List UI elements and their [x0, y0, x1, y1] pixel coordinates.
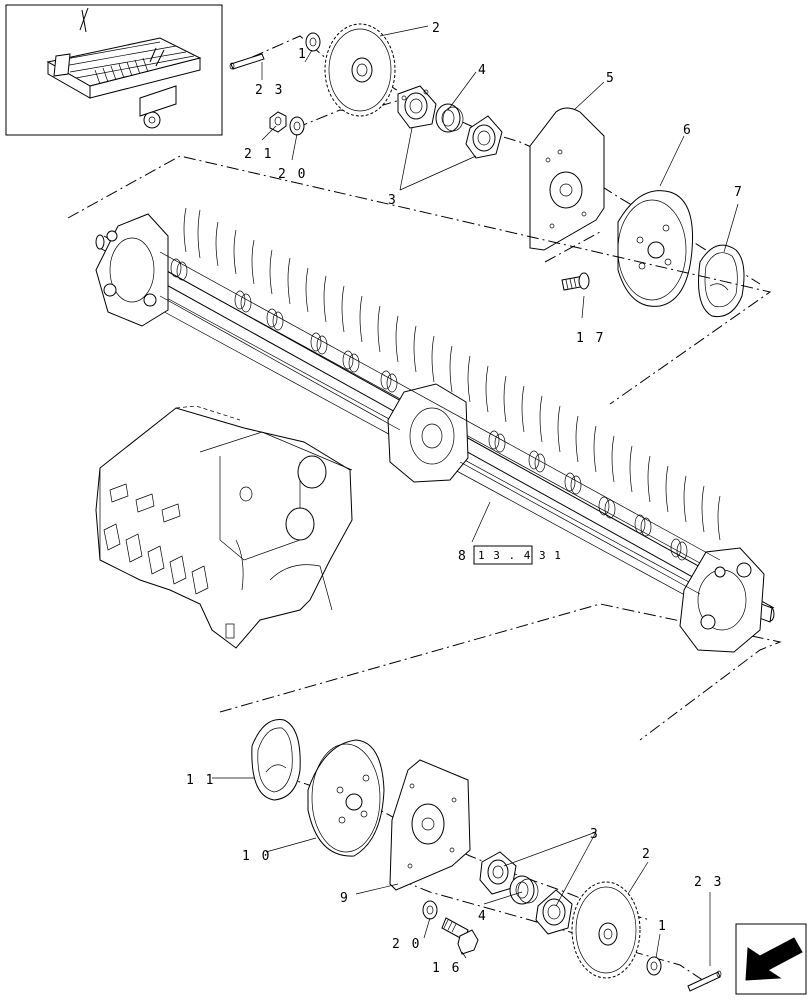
bearing-flange-top-right — [465, 115, 503, 159]
roll-pin-top — [229, 53, 265, 70]
sprocket-bottom — [571, 881, 641, 979]
callout-7: 7 — [734, 185, 744, 200]
nut-top — [269, 111, 287, 133]
callout-3-top: 3 — [388, 193, 398, 208]
reference-number: 1 3 . 4 3 1 — [478, 549, 562, 562]
callout-3-bottom: 3 — [590, 827, 600, 842]
bearing-top — [435, 103, 464, 133]
bearing-flange-top-left — [397, 85, 437, 129]
washer-top — [305, 32, 321, 52]
callout-1-top: 1 — [298, 47, 308, 62]
washer-20-top — [289, 116, 305, 136]
carriage-bolt-top — [561, 272, 590, 291]
side-plate-top — [529, 107, 605, 251]
callout-17: 1 7 — [576, 331, 605, 346]
pickup-tines — [183, 207, 721, 541]
baler-thumbnail-icon — [46, 7, 202, 129]
callout-2-top: 2 — [432, 21, 442, 36]
leader-lines — [212, 25, 739, 966]
callout-21: 2 1 — [244, 147, 273, 162]
upper-assembly-box — [67, 155, 772, 405]
callout-23-top: 2 3 — [255, 83, 284, 98]
side-plate-bottom — [389, 759, 471, 891]
cam-ring-bottom — [251, 719, 301, 801]
bearing-flange-bottom-right — [535, 889, 573, 935]
thumbnail-frame — [5, 4, 223, 136]
callout-9: 9 — [340, 891, 350, 906]
washer-20-bottom — [422, 900, 438, 920]
top-axis-line-c — [544, 231, 601, 263]
disc-top — [617, 190, 694, 307]
washer-bottom — [646, 956, 662, 976]
callout-20-top: 2 0 — [278, 167, 307, 182]
bearing-bottom — [509, 875, 539, 905]
reference-box: 1 3 . 4 3 1 — [473, 545, 562, 565]
callout-20-bottom: 2 0 — [392, 937, 421, 952]
lower-assembly-box — [219, 603, 782, 741]
next-page-arrow-icon[interactable] — [735, 923, 807, 995]
callout-8: 8 — [458, 549, 468, 564]
sprocket-top — [324, 23, 396, 117]
tine-springs — [170, 258, 688, 561]
pickup-reel-assembly — [95, 207, 775, 653]
bearing-flange-bottom-left — [479, 851, 517, 895]
pickup-housing — [95, 405, 353, 649]
callout-4-bottom: 4 — [478, 909, 488, 924]
callout-5: 5 — [606, 71, 616, 86]
callout-4-top: 4 — [478, 63, 488, 78]
roll-pin-bottom — [687, 970, 722, 992]
disc-bottom — [307, 739, 385, 857]
callout-23-bottom: 2 3 — [694, 875, 723, 890]
hex-bolt-bottom — [441, 917, 479, 955]
callout-6: 6 — [683, 123, 693, 138]
callout-2-bottom: 2 — [642, 847, 652, 862]
callout-1-bottom: 1 — [658, 919, 668, 934]
callout-16: 1 6 — [432, 961, 461, 976]
callout-11: 1 1 — [186, 773, 215, 788]
callout-10: 1 0 — [242, 849, 271, 864]
